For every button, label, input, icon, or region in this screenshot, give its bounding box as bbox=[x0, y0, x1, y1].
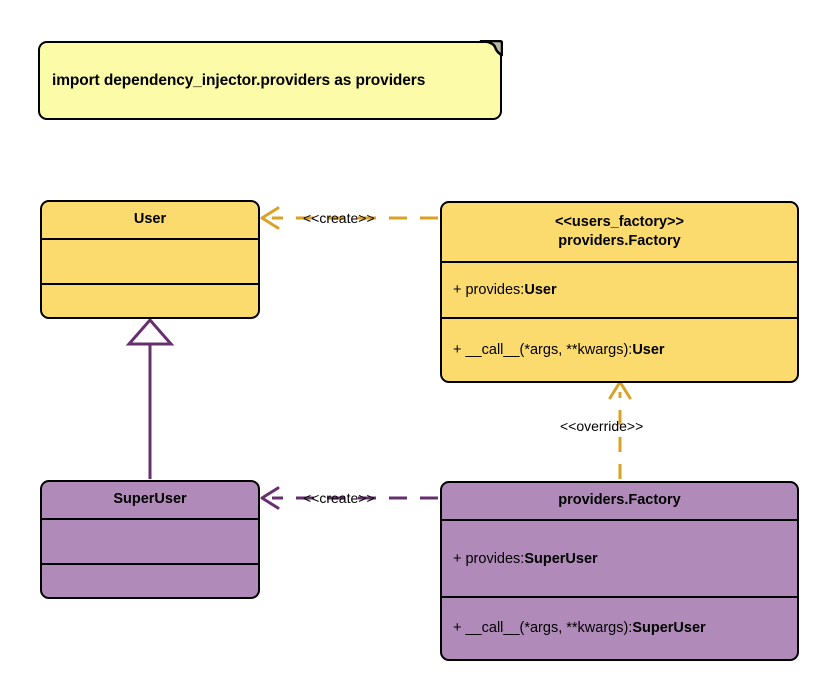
class-superuser-methods bbox=[42, 563, 258, 596]
class-users-factory-name: providers.Factory bbox=[558, 233, 681, 249]
note-fold-corner-icon bbox=[479, 40, 503, 57]
class-providers-factory-header: providers.Factory bbox=[442, 483, 797, 519]
class-user-attributes bbox=[42, 238, 258, 283]
edge-create-superuser-arrowhead bbox=[260, 486, 280, 510]
class-superuser-header: SuperUser bbox=[42, 482, 258, 518]
class-users-factory-method: + __call__(*args, **kwargs): User bbox=[442, 317, 797, 380]
class-providers-factory-attribute-label: + provides: bbox=[453, 550, 525, 567]
edge-create-user-arrowhead bbox=[260, 206, 280, 230]
edge-generalization bbox=[125, 317, 175, 479]
class-providers-factory-method-type: SuperUser bbox=[632, 620, 706, 636]
edge-label-create-user: <<create>> bbox=[303, 210, 375, 226]
class-users-factory-attribute-type: User bbox=[524, 282, 557, 298]
import-note: import dependency_injector.providers as … bbox=[38, 40, 503, 120]
class-users-factory-attribute-label: + provides: bbox=[453, 282, 525, 298]
class-user-name: User bbox=[133, 211, 167, 228]
edge-override-arrowhead bbox=[608, 380, 632, 400]
class-box-superuser[interactable]: SuperUser bbox=[40, 480, 260, 599]
class-box-users-factory[interactable]: <<users_factory>> providers.Factory + pr… bbox=[440, 201, 799, 383]
edge-generalization-triangle bbox=[125, 317, 175, 346]
class-superuser-name: SuperUser bbox=[113, 491, 187, 508]
class-user-header: User bbox=[42, 202, 258, 238]
edge-label-create-superuser: <<create>> bbox=[303, 490, 375, 506]
class-users-factory-attribute: + provides: User bbox=[442, 261, 797, 317]
class-providers-factory-name: providers.Factory bbox=[558, 492, 681, 509]
class-users-factory-stereotype: <<users_factory>> bbox=[555, 213, 684, 230]
class-box-user[interactable]: User bbox=[40, 200, 260, 319]
class-providers-factory-attribute-type: SuperUser bbox=[524, 550, 598, 567]
class-box-providers-factory[interactable]: providers.Factory + provides: SuperUser … bbox=[440, 481, 799, 661]
class-users-factory-method-label: + __call__(*args, **kwargs): bbox=[453, 341, 633, 358]
class-users-factory-header: <<users_factory>> providers.Factory bbox=[442, 203, 797, 261]
class-superuser-attributes bbox=[42, 518, 258, 563]
class-user-methods bbox=[42, 283, 258, 316]
class-users-factory-method-type: User bbox=[632, 341, 665, 358]
edge-label-override: <<override>> bbox=[560, 418, 644, 434]
class-providers-factory-method: + __call__(*args, **kwargs): SuperUser bbox=[442, 596, 797, 658]
class-providers-factory-method-label: + __call__(*args, **kwargs): bbox=[453, 620, 633, 636]
class-providers-factory-attribute: + provides: SuperUser bbox=[442, 519, 797, 596]
note-text: import dependency_injector.providers as … bbox=[52, 71, 426, 89]
note-body bbox=[38, 41, 502, 120]
